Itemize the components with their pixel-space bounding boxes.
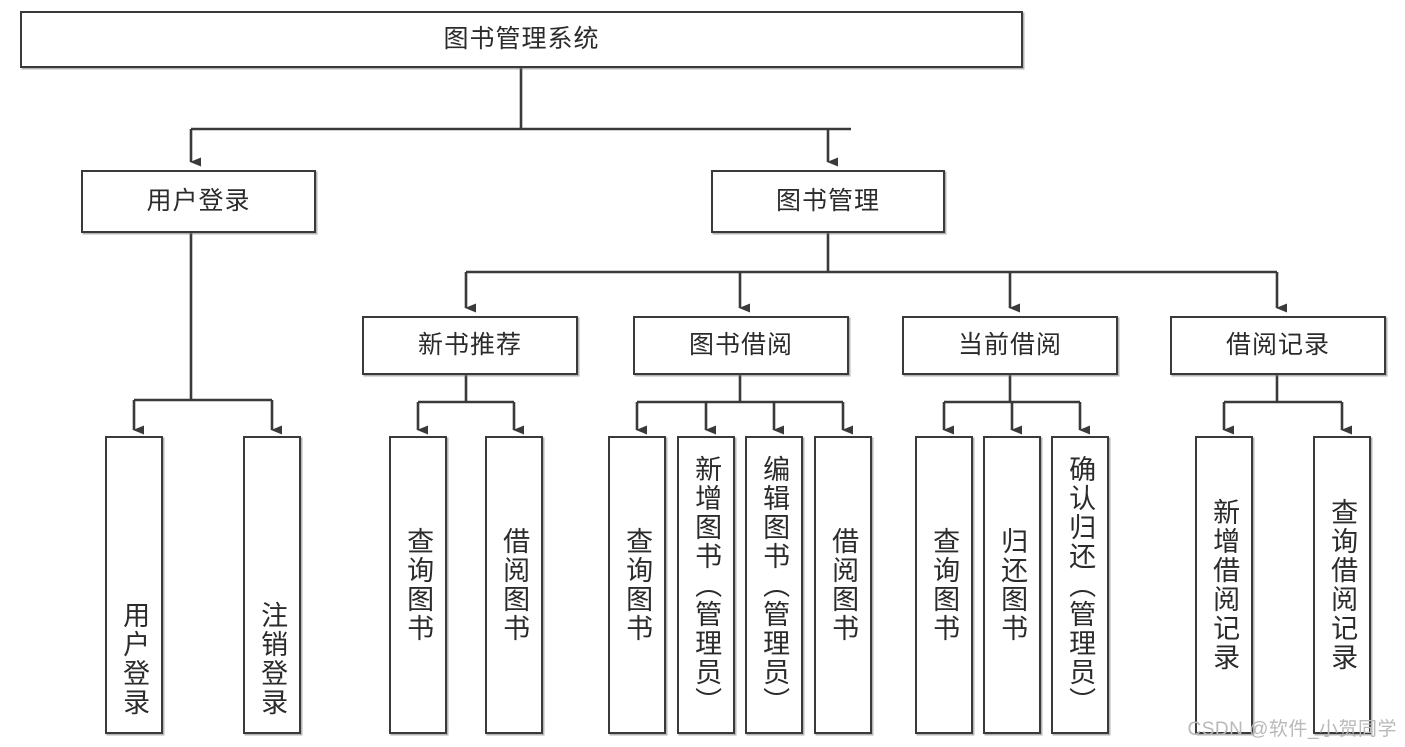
leaf-query-book-1-inner: 查询图书 <box>391 442 445 728</box>
node-borrow-record-label: 借阅记录 <box>1225 330 1330 359</box>
node-leaf-return-book[interactable]: 归还图书 <box>983 436 1041 734</box>
node-book-borrow-label: 图书借阅 <box>688 330 793 359</box>
node-book-borrow[interactable]: 图书借阅 <box>633 316 849 375</box>
node-leaf-logout[interactable]: 注销登录 <box>243 436 301 734</box>
node-new-book-recommend-label: 新书推荐 <box>417 330 522 359</box>
node-leaf-query-record[interactable]: 查询借阅记录 <box>1313 436 1371 734</box>
node-root-label: 图书管理系统 <box>443 24 600 53</box>
node-user-login-label: 用户登录 <box>146 186 251 215</box>
node-book-management[interactable]: 图书管理 <box>711 170 945 233</box>
node-current-borrow[interactable]: 当前借阅 <box>902 316 1118 375</box>
node-leaf-query-book-2[interactable]: 查询图书 <box>608 436 666 734</box>
leaf-confirm-return-inner: 确认归还（管理员） <box>1053 442 1107 728</box>
leaf-query-record-inner: 查询借阅记录 <box>1315 442 1369 728</box>
leaf-add-book-inner: 新增图书（管理员） <box>679 442 733 728</box>
node-leaf-user-login-label: 用户登录 <box>119 601 150 717</box>
node-leaf-query-book-1-label: 查询图书 <box>403 527 434 643</box>
leaf-query-book-2-inner: 查询图书 <box>610 442 664 728</box>
node-leaf-query-book-3[interactable]: 查询图书 <box>915 436 973 734</box>
node-new-book-recommend[interactable]: 新书推荐 <box>362 316 578 375</box>
leaf-add-record-inner: 新增借阅记录 <box>1197 442 1251 728</box>
node-leaf-borrow-book-2-label: 借阅图书 <box>828 527 859 643</box>
node-leaf-borrow-book-2[interactable]: 借阅图书 <box>814 436 872 734</box>
node-root[interactable]: 图书管理系统 <box>20 11 1023 68</box>
node-leaf-borrow-book-1[interactable]: 借阅图书 <box>485 436 543 734</box>
leaf-edit-book-inner: 编辑图书（管理员） <box>747 442 801 728</box>
node-leaf-query-book-2-label: 查询图书 <box>622 527 653 643</box>
node-leaf-confirm-return-label: 确认归还（管理员） <box>1065 454 1096 716</box>
leaf-borrow-book-1-inner: 借阅图书 <box>487 442 541 728</box>
node-leaf-add-book-label: 新增图书（管理员） <box>691 454 722 716</box>
node-leaf-borrow-book-1-label: 借阅图书 <box>499 527 530 643</box>
node-user-login[interactable]: 用户登录 <box>81 170 316 233</box>
node-current-borrow-label: 当前借阅 <box>957 330 1062 359</box>
node-leaf-add-record-label: 新增借阅记录 <box>1209 498 1240 672</box>
node-leaf-add-record[interactable]: 新增借阅记录 <box>1195 436 1253 734</box>
node-leaf-confirm-return[interactable]: 确认归还（管理员） <box>1051 436 1109 734</box>
node-borrow-record[interactable]: 借阅记录 <box>1170 316 1386 375</box>
node-leaf-user-login[interactable]: 用户登录 <box>105 436 163 734</box>
node-leaf-return-book-label: 归还图书 <box>997 527 1028 643</box>
node-leaf-query-record-label: 查询借阅记录 <box>1327 498 1358 672</box>
leaf-logout-inner: 注销登录 <box>245 431 299 739</box>
node-leaf-query-book-3-label: 查询图书 <box>929 527 960 643</box>
leaf-borrow-book-2-inner: 借阅图书 <box>816 442 870 728</box>
node-leaf-edit-book-label: 编辑图书（管理员） <box>759 454 790 716</box>
leaf-return-book-inner: 归还图书 <box>985 442 1039 728</box>
node-leaf-logout-label: 注销登录 <box>257 601 288 717</box>
node-leaf-add-book[interactable]: 新增图书（管理员） <box>677 436 735 734</box>
node-leaf-edit-book[interactable]: 编辑图书（管理员） <box>745 436 803 734</box>
node-leaf-query-book-1[interactable]: 查询图书 <box>389 436 447 734</box>
leaf-query-book-3-inner: 查询图书 <box>917 442 971 728</box>
node-book-management-label: 图书管理 <box>775 186 880 215</box>
leaf-user-login-inner: 用户登录 <box>107 431 161 739</box>
